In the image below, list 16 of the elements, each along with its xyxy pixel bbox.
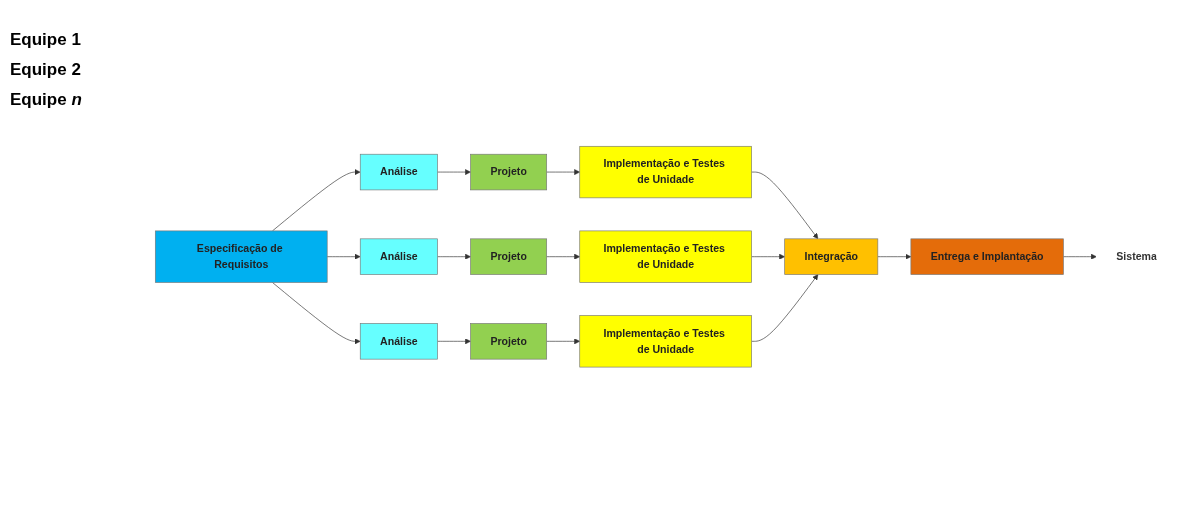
node-box: Implementação e Testes de Unidade — [579, 315, 752, 368]
node-box: Projeto — [470, 238, 548, 275]
team-label: Equipe 1 — [10, 30, 82, 50]
node-box: Entrega e Implantação — [910, 238, 1064, 275]
node-box: Análise — [359, 153, 438, 191]
node-box: Implementação e Testes de Unidade — [579, 145, 752, 198]
node-text: Sistema — [1116, 250, 1157, 262]
team-label: Equipe 2 — [10, 60, 82, 80]
team-label: Equipe n — [10, 90, 83, 110]
node-box: Integração — [784, 238, 879, 275]
node-box: Projeto — [470, 153, 548, 191]
node-box: Análise — [359, 238, 438, 275]
node-box: Especificação de Requisitos — [154, 230, 328, 283]
node-box: Análise — [359, 322, 438, 360]
node-box: Projeto — [470, 322, 548, 360]
node-box: Implementação e Testes de Unidade — [579, 230, 752, 283]
